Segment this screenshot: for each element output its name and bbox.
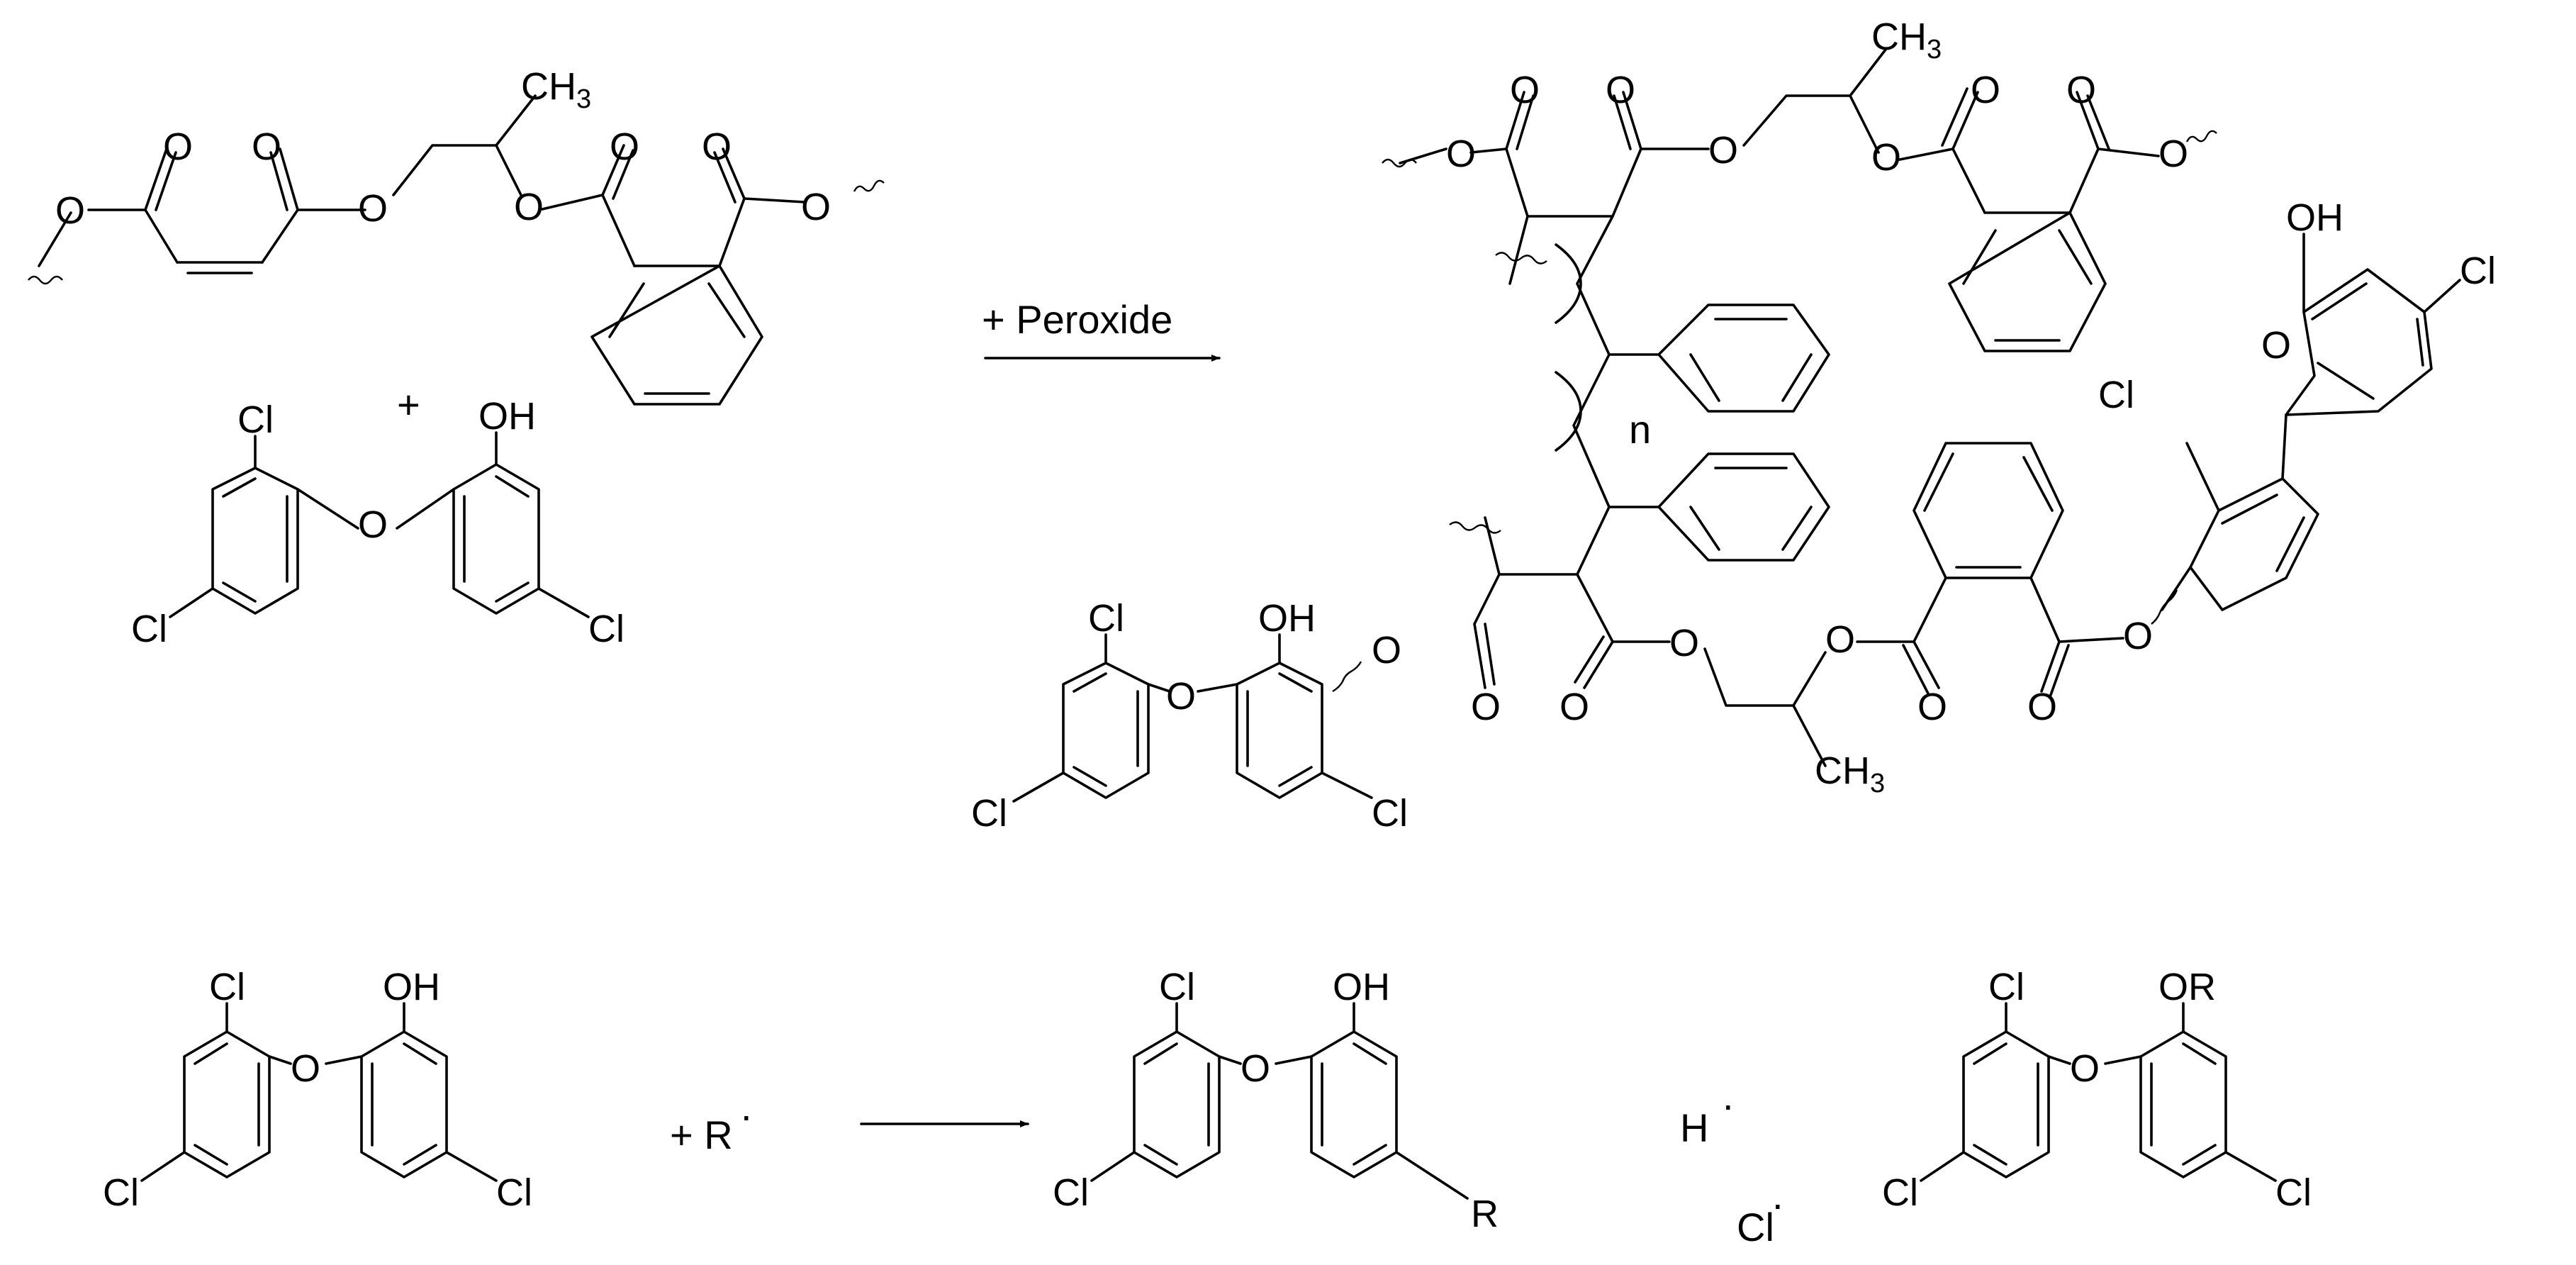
o-substituted-triclosan: Cl O OR Cl Cl (1882, 966, 2312, 1214)
hydroxyl-group: OH (1333, 966, 1390, 1008)
chain-end-wavy-left (28, 275, 63, 285)
peroxide-reaction-arrow: + Peroxide (982, 297, 1221, 362)
hydroxyl-group: OH (2286, 196, 2343, 239)
hydrogen-radical: H (1680, 1105, 1708, 1150)
carbonyl-oxygen: O (163, 126, 193, 168)
ester-oxygen: O (1708, 129, 1738, 172)
carbonyl-oxygen: O (702, 126, 732, 168)
carbonyl-oxygen: O (1606, 69, 1635, 111)
chlorine-atom: Cl (1372, 792, 1408, 835)
chlorine-atom: Cl (131, 608, 167, 650)
product-bonds (1012, 48, 2461, 803)
chlorine-atom: Cl (2098, 374, 2134, 416)
ester-oxygen: O (514, 186, 544, 228)
ester-oxygen: O (1669, 622, 1699, 664)
chlorine-atom: Cl (1053, 1171, 1089, 1214)
ester-oxygen: O (2158, 133, 2188, 175)
reagent-label: + Peroxide (982, 297, 1172, 342)
chain-end-wavy-right (853, 179, 885, 192)
chlorine-atom: Cl (971, 792, 1007, 835)
r-substituted-triclosan: Cl O OH Cl R (1053, 966, 1499, 1235)
r-substituted-atoms: Cl O OH Cl R (1053, 966, 1499, 1235)
ester-oxygen: O (1372, 629, 1401, 671)
carbonyl-oxygen: O (2066, 69, 2096, 111)
ether-oxygen: O (1241, 1047, 1270, 1090)
r-substituted-bonds (1090, 1002, 1469, 1200)
hydrogen-radical-dot: . (1723, 1074, 1734, 1118)
chlorine-radical-dot: . (1772, 1173, 1783, 1217)
triclosan-molecule: Cl O OH Cl Cl (131, 395, 625, 650)
hydroxyl-group: OH (383, 966, 440, 1008)
triclosan-reactant-bonds (140, 1002, 498, 1182)
carbonyl-oxygen: O (252, 126, 281, 168)
chlorine-atom: Cl (588, 608, 625, 650)
radical-reagent: + R . (670, 1084, 752, 1157)
chlorine-atom: Cl (2275, 1171, 2312, 1214)
polyester-bonds (38, 94, 806, 406)
ether-oxygen: O (1166, 675, 1196, 718)
triclosan-atoms: Cl O OH Cl Cl (131, 395, 625, 650)
product-atoms: O O O O O O O O CH3 n O O O O CH3 O O O … (971, 16, 2496, 835)
ester-oxygen: O (358, 187, 388, 230)
ether-oxygen: O (2070, 1047, 2100, 1090)
crosslinked-product: O O O O O O O O CH3 n O O O O CH3 O O O … (971, 16, 2496, 835)
alkoxy-group: OR (2158, 966, 2216, 1008)
ester-oxygen: O (1446, 133, 1476, 175)
chlorine-atom: Cl (496, 1171, 532, 1214)
ether-oxygen: O (2261, 324, 2291, 367)
chlorine-atom: Cl (1159, 966, 1195, 1008)
carbonyl-oxygen: O (1510, 69, 1540, 111)
r-group: R (1471, 1193, 1499, 1235)
triclosan-bonds (169, 431, 590, 618)
chlorine-atom: Cl (103, 1171, 139, 1214)
repeat-unit-label: n (1629, 407, 1651, 452)
chlorine-atom: Cl (1088, 597, 1124, 640)
ester-oxygen: O (1871, 136, 1901, 179)
hydroxyl-group: OH (1258, 597, 1316, 640)
methyl-group: CH3 (1815, 749, 1885, 798)
ether-oxygen: O (358, 503, 388, 546)
ester-oxygen: O (55, 189, 85, 232)
plus-sign: + (397, 382, 420, 427)
methyl-group: CH3 (521, 65, 591, 114)
carbonyl-oxygen: O (610, 126, 639, 168)
ester-oxygen: O (1825, 618, 1855, 661)
polyester-atoms: O O O O O O O O CH3 (55, 65, 831, 232)
carbonyl-oxygen: O (1471, 686, 1501, 728)
carbonyl-oxygen: O (1559, 686, 1589, 728)
chlorine-atom: Cl (237, 399, 274, 441)
carbonyl-oxygen: O (1917, 686, 1947, 728)
ester-oxygen: O (2123, 615, 2153, 657)
chlorine-atom: Cl (209, 966, 245, 1008)
ether-oxygen: O (291, 1047, 320, 1090)
methyl-group: CH3 (1871, 16, 1942, 65)
chlorine-radical: Cl (1737, 1205, 1774, 1249)
ester-oxygen: O (801, 186, 831, 228)
hydroxyl-group: OH (478, 395, 536, 438)
carbonyl-oxygen: O (2027, 686, 2057, 728)
chlorine-atom: Cl (1882, 1171, 1918, 1214)
radical-label: + R (670, 1113, 733, 1157)
radical-dot: . (741, 1084, 752, 1129)
polyester-chain: O O O O O O O O CH3 (28, 65, 885, 406)
triclosan-reactant: Cl O OH Cl Cl (103, 966, 532, 1214)
byproduct-radicals: H . Cl . (1680, 1074, 1783, 1249)
carbonyl-oxygen: O (1971, 69, 2000, 111)
o-substituted-bonds (1920, 1002, 2277, 1182)
triclosan-reactant-atoms: Cl O OH Cl Cl (103, 966, 532, 1214)
chlorine-atom: Cl (1988, 966, 2025, 1008)
o-substituted-atoms: Cl O OR Cl Cl (1882, 966, 2312, 1214)
chlorine-atom: Cl (2460, 250, 2496, 292)
